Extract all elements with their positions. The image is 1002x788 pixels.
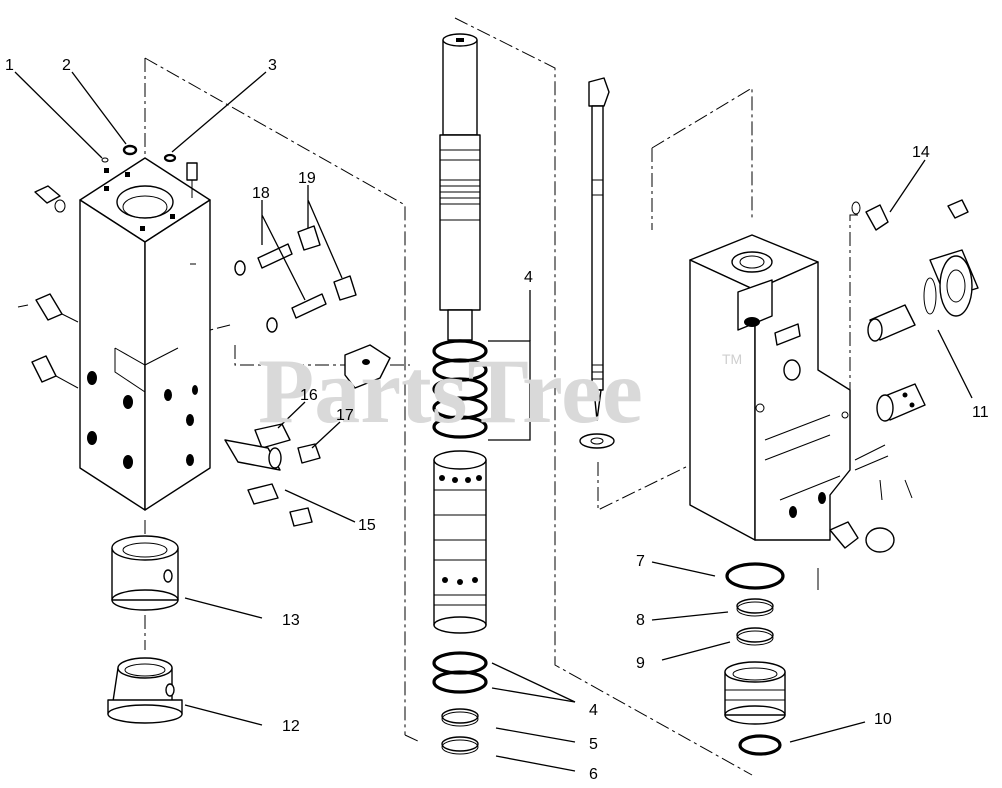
cylinder-13 bbox=[111, 535, 179, 611]
callout-labels: 1 2 3 4 4 5 6 7 8 9 10 11 13 12 14 15 16… bbox=[5, 57, 989, 783]
callout-10: 10 bbox=[874, 711, 892, 728]
callout-12-13: 13 bbox=[282, 612, 300, 629]
callout-2: 2 bbox=[62, 57, 71, 74]
watermark-trademark: TM bbox=[722, 351, 742, 367]
callout-4-lower: 4 bbox=[589, 702, 598, 719]
right-spool-parts bbox=[851, 199, 979, 422]
washer bbox=[579, 433, 615, 449]
callout-14: 14 bbox=[912, 144, 930, 161]
center-spool bbox=[439, 33, 481, 341]
callout-12: 12 bbox=[282, 718, 300, 735]
lower-center-rings bbox=[432, 651, 488, 755]
callout-7: 7 bbox=[636, 553, 645, 570]
callout-8: 8 bbox=[636, 612, 645, 629]
callout-17: 17 bbox=[336, 407, 354, 424]
callout-15: 15 bbox=[358, 517, 376, 534]
callout-1: 1 bbox=[5, 57, 14, 74]
callout-5: 5 bbox=[589, 736, 598, 753]
center-o-rings bbox=[432, 339, 488, 439]
callout-4-upper: 4 bbox=[524, 269, 533, 286]
callout-16: 16 bbox=[300, 387, 318, 404]
callout-19: 19 bbox=[298, 170, 316, 187]
watermark-text: PartsTree bbox=[258, 340, 643, 442]
watermark: PartsTree TM bbox=[258, 340, 742, 442]
long-rod bbox=[588, 77, 610, 421]
callout-11: 11 bbox=[972, 404, 989, 421]
pins-and-rollers bbox=[190, 225, 391, 527]
center-sleeve bbox=[433, 450, 487, 634]
callout-3: 3 bbox=[268, 57, 277, 74]
leader-lines bbox=[14, 71, 973, 772]
cylinder-12 bbox=[107, 657, 183, 724]
callout-6: 6 bbox=[589, 766, 598, 783]
lower-right-rings bbox=[724, 562, 786, 756]
left-valve-block bbox=[17, 144, 211, 511]
callout-9: 9 bbox=[636, 655, 645, 672]
right-valve-body bbox=[689, 234, 913, 590]
callout-18: 18 bbox=[252, 185, 270, 202]
phantom-lines bbox=[144, 17, 858, 776]
